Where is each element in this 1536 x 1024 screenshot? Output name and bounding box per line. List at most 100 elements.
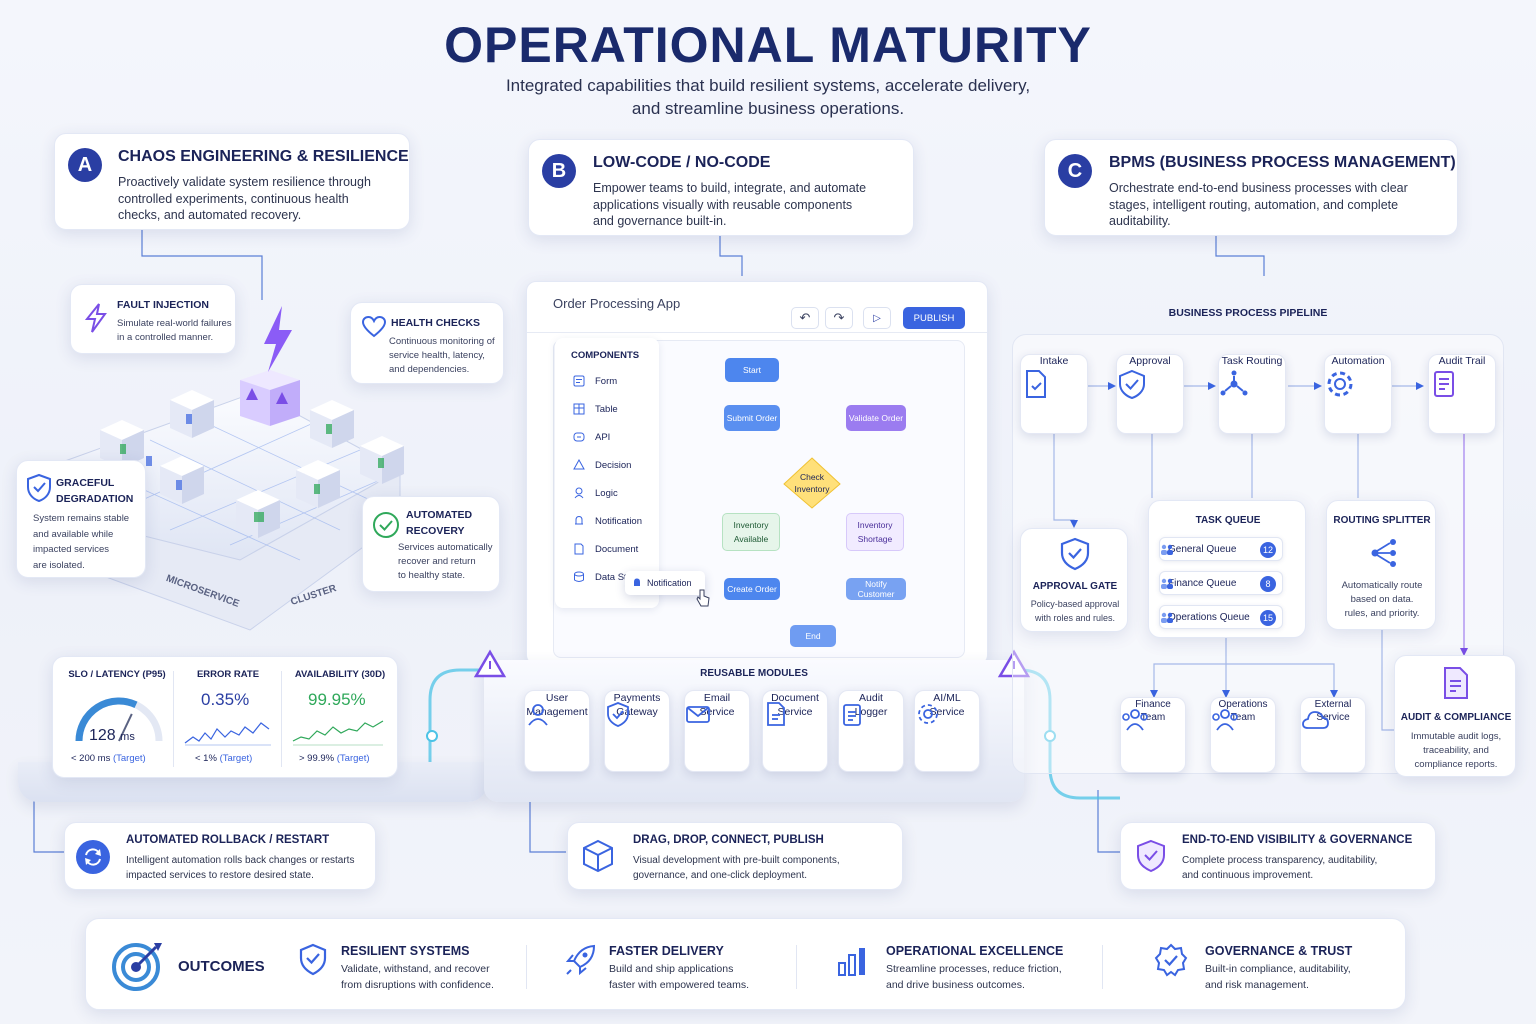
warning-icon bbox=[997, 649, 1031, 678]
form-icon bbox=[573, 375, 585, 387]
audit-compliance-card: AUDIT & COMPLIANCE Immutable audit logs,… bbox=[1394, 655, 1516, 777]
flow-node-end[interactable]: End bbox=[790, 625, 836, 647]
component-data-store[interactable]: Data Sto bbox=[565, 566, 657, 588]
page-subtitle-line-1: Integrated capabilities that build resil… bbox=[505, 76, 1031, 95]
flow-node-validate-order[interactable]: Validate Order bbox=[846, 405, 906, 431]
cube-icon bbox=[583, 839, 613, 873]
pipeline-stage-approval[interactable]: Approval bbox=[1116, 354, 1184, 434]
gear-icon bbox=[1327, 371, 1353, 397]
lightning-icon bbox=[264, 306, 292, 372]
component-api[interactable]: API bbox=[565, 426, 657, 448]
undo-icon: ↶ bbox=[799, 310, 811, 325]
reusable-modules-title: REUSABLE MODULES bbox=[700, 668, 808, 679]
cube-group bbox=[100, 370, 404, 538]
drag-drop-card: DRAG, DROP, CONNECT, PUBLISH Visual deve… bbox=[567, 822, 903, 890]
fault-injection-title: FAULT INJECTION bbox=[117, 299, 209, 311]
database-icon bbox=[574, 571, 584, 582]
flow-node-notify-customer[interactable]: Notify Customer bbox=[846, 578, 906, 600]
user-icon bbox=[528, 704, 548, 726]
error-rate-title: ERROR RATE bbox=[196, 669, 260, 680]
visibility-title: END-TO-END VISIBILITY & GOVERNANCE bbox=[1182, 834, 1413, 846]
dragged-notification-component[interactable]: Notification bbox=[625, 571, 705, 595]
undo-button[interactable]: ↶ bbox=[791, 307, 819, 329]
page-title: OPERATIONAL MATURITY bbox=[444, 17, 1092, 73]
pipeline-stage-intake[interactable]: Intake bbox=[1020, 354, 1088, 434]
publish-button[interactable]: PUBLISH bbox=[903, 307, 965, 329]
availability-title: AVAILABILITY (30D) bbox=[294, 669, 386, 680]
latency-gauge bbox=[75, 697, 163, 742]
verified-badge-icon bbox=[1154, 943, 1188, 977]
run-button[interactable]: ▷ bbox=[863, 307, 891, 329]
pipeline-stage-automation[interactable]: Automation bbox=[1324, 354, 1392, 434]
component-form[interactable]: Form bbox=[565, 370, 657, 392]
drag-drop-desc: Visual development with pre-built compon… bbox=[633, 855, 840, 881]
bell-icon bbox=[575, 515, 583, 525]
shield-check-icon bbox=[1137, 839, 1165, 873]
outcomes-title: OUTCOMES bbox=[178, 958, 265, 975]
availability-target: > 99.9% (Target) bbox=[299, 753, 370, 764]
slo-target: < 200 ms (Target) bbox=[71, 753, 146, 764]
shield-check-icon bbox=[1119, 369, 1145, 399]
outcomes-panel: OUTCOMES RESILIENT SYSTEMS Validate, wit… bbox=[85, 918, 1406, 1010]
refresh-icon bbox=[76, 840, 110, 874]
rollback-title: AUTOMATED ROLLBACK / RESTART bbox=[126, 834, 330, 846]
warning-icon bbox=[473, 649, 507, 678]
flow-node-create-order[interactable]: Create Order bbox=[724, 578, 780, 600]
component-logic[interactable]: Logic bbox=[565, 482, 657, 504]
rollback-card: AUTOMATED ROLLBACK / RESTART Intelligent… bbox=[64, 822, 376, 890]
flow-node-start[interactable]: Start bbox=[725, 358, 779, 382]
rollback-desc: Intelligent automation rolls back change… bbox=[126, 855, 355, 881]
drag-drop-title: DRAG, DROP, CONNECT, PUBLISH bbox=[633, 834, 824, 846]
components-panel: COMPONENTS Form Table API Decision Logic… bbox=[555, 338, 659, 608]
pipeline-stage-audit-trail[interactable]: Audit Trail bbox=[1428, 354, 1496, 434]
document-icon bbox=[574, 543, 584, 555]
component-decision[interactable]: Decision bbox=[565, 454, 657, 476]
redo-button[interactable]: ↷ bbox=[825, 307, 853, 329]
shield-check-icon bbox=[299, 943, 327, 976]
section-a-card: A CHAOS ENGINEERING & RESILIENCE Proacti… bbox=[54, 133, 410, 230]
error-rate-sparkline bbox=[184, 722, 271, 746]
component-notification[interactable]: Notification bbox=[565, 510, 657, 532]
section-a-desc: Proactively validate system resilience t… bbox=[118, 175, 371, 222]
play-icon: ▷ bbox=[873, 312, 881, 324]
health-checks-title: HEALTH CHECKS bbox=[391, 317, 481, 329]
component-table[interactable]: Table bbox=[565, 398, 657, 420]
shield-check-icon bbox=[27, 473, 51, 503]
audit-compliance-title: AUDIT & COMPLIANCE bbox=[1400, 712, 1512, 723]
outcome-governance-desc: Built-in compliance, auditability,and ri… bbox=[1205, 963, 1351, 991]
flow-node-submit-order[interactable]: Submit Order bbox=[724, 405, 780, 431]
availability-value: 99.95% bbox=[308, 690, 366, 709]
task-queue-title: TASK QUEUE bbox=[1195, 515, 1261, 526]
component-document[interactable]: Document bbox=[565, 538, 657, 560]
section-b-card: B LOW-CODE / NO-CODE Empower teams to bu… bbox=[528, 139, 914, 236]
people-icon bbox=[1161, 578, 1173, 589]
cloud-icon bbox=[1302, 711, 1329, 729]
pipeline-stage-task-routing[interactable]: Task Routing bbox=[1218, 354, 1286, 434]
bar-chart-icon bbox=[838, 948, 865, 976]
intake-document-icon bbox=[1026, 370, 1046, 398]
